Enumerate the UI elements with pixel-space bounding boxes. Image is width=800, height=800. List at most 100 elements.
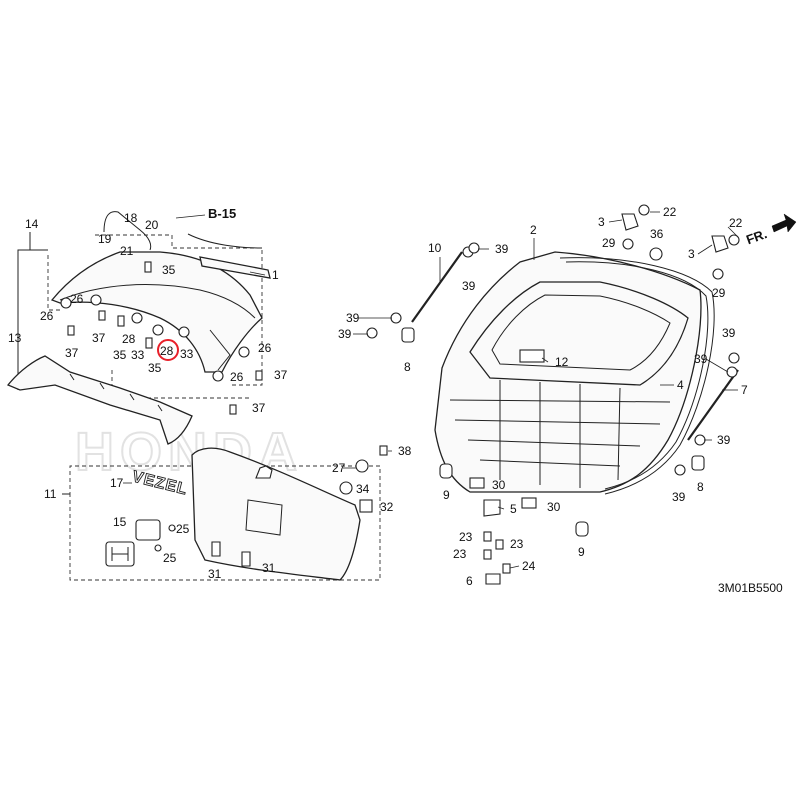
callout-31-b: 31: [262, 561, 276, 575]
reference-b15: B-15: [208, 206, 236, 221]
tailgate-window-glass: [491, 294, 671, 371]
spoiler-frame-left: [47, 255, 62, 311]
callout-labels: 14 13 18 19 20 21 35 1 26 26 37 37 28 35…: [8, 205, 748, 588]
grommet-26b: [90, 294, 102, 306]
callout-11: 11: [44, 487, 57, 501]
clip-28: [131, 312, 143, 324]
screw-37c: [255, 370, 263, 381]
callout-4: 4: [677, 378, 684, 392]
front-arrow-icon: [771, 213, 797, 233]
stud-39g: [694, 434, 706, 446]
weatherstrip-inner: [565, 261, 709, 490]
spoiler-end-detail: [209, 329, 231, 371]
callout-29-a: 29: [602, 236, 616, 250]
callout-39-h: 39: [672, 490, 686, 504]
tailgate-lower-garnish: [191, 447, 361, 581]
bolt-22b: [728, 234, 740, 246]
callout-37-a: 37: [92, 331, 106, 345]
tailgate-latch: [483, 499, 501, 517]
pad-30a: [469, 477, 485, 489]
stud-39b: [468, 242, 480, 254]
stopper-9a: [439, 463, 453, 479]
tailgate-group: [366, 204, 740, 585]
fastener-31a: [211, 541, 221, 557]
callout-6: 6: [466, 574, 473, 588]
screw-35c: [144, 261, 152, 273]
stud-39e: [728, 352, 740, 364]
grommet-26c: [238, 346, 250, 358]
weatherstrip: [559, 257, 715, 495]
washer-tube: [103, 211, 152, 251]
clip-34: [339, 481, 353, 495]
rear-spoiler: [50, 251, 263, 373]
garnish-frame: [69, 465, 381, 581]
callout-7: 7: [741, 383, 748, 397]
clip-25b: [154, 544, 162, 552]
callout-9-b: 9: [578, 545, 585, 559]
catalog-code: 3M01B5500: [718, 581, 783, 595]
callout-10: 10: [428, 241, 442, 255]
callout-26-a: 26: [70, 292, 84, 306]
stud-39c: [390, 312, 402, 324]
callout-37-c: 37: [274, 368, 288, 382]
callout-39-b: 39: [462, 279, 476, 293]
spoiler-frame-right: [95, 234, 263, 386]
bolt-23c: [483, 549, 492, 560]
callout-35-top: 35: [162, 263, 176, 277]
leader-lines: [123, 211, 739, 569]
callout-12: 12: [555, 355, 569, 369]
callout-15: 15: [113, 515, 127, 529]
callout-26-b: 26: [40, 309, 54, 323]
callout-5: 5: [510, 502, 517, 516]
garnish-clips: [69, 373, 163, 412]
callout-39-d: 39: [338, 327, 352, 341]
callout-20: 20: [145, 218, 159, 232]
callout-36: 36: [650, 227, 664, 241]
bumper-8b: [691, 455, 705, 471]
highlight-circle: [157, 339, 179, 361]
clip-27: [355, 459, 369, 473]
callout-37-d: 37: [252, 401, 266, 415]
hinge-3b: [711, 235, 729, 253]
stopper-9b: [575, 521, 589, 537]
callout-39-g: 39: [717, 433, 731, 447]
bolt-24: [502, 563, 511, 574]
callout-22-a: 22: [663, 205, 677, 219]
b15-lead: [187, 233, 263, 249]
screw-37d: [229, 404, 237, 415]
callout-28-a: 28: [122, 332, 136, 346]
nut-33b: [178, 326, 190, 338]
stud-39f: [726, 366, 738, 378]
gas-strut-right: [687, 369, 739, 441]
bolt-22a: [638, 204, 650, 216]
hinge-3a: [621, 213, 639, 231]
honda-emblem-h: [111, 547, 129, 561]
callout-14: 14: [25, 217, 39, 231]
callout-30-a: 30: [492, 478, 506, 492]
callout-23-a: 23: [459, 530, 473, 544]
callout-2: 2: [530, 223, 537, 237]
callout-22-b: 22: [729, 216, 743, 230]
callout-32: 32: [380, 500, 394, 514]
callout-9-a: 9: [443, 488, 450, 502]
callout-31-a: 31: [208, 567, 222, 581]
clip-12: [519, 349, 545, 363]
callout-35-a: 35: [113, 348, 127, 362]
callout-17: 17: [110, 476, 124, 490]
callout-1: 1: [272, 268, 279, 282]
callout-26-d: 26: [230, 370, 244, 384]
fastener-31b: [241, 551, 251, 567]
bracket-13: [17, 232, 31, 390]
direction-label: FR.: [744, 226, 769, 247]
grommet-26d: [212, 370, 224, 382]
clip-25a: [168, 524, 176, 532]
spoiler-contour: [59, 284, 256, 319]
callout-33-b: 33: [180, 347, 194, 361]
callout-21: 21: [120, 244, 134, 258]
callout-13: 13: [8, 331, 22, 345]
callout-33-a: 33: [131, 348, 145, 362]
bolt-23b: [495, 539, 504, 550]
emblem-base-21: [135, 519, 161, 541]
tailgate-inner-pillars: [499, 380, 621, 488]
